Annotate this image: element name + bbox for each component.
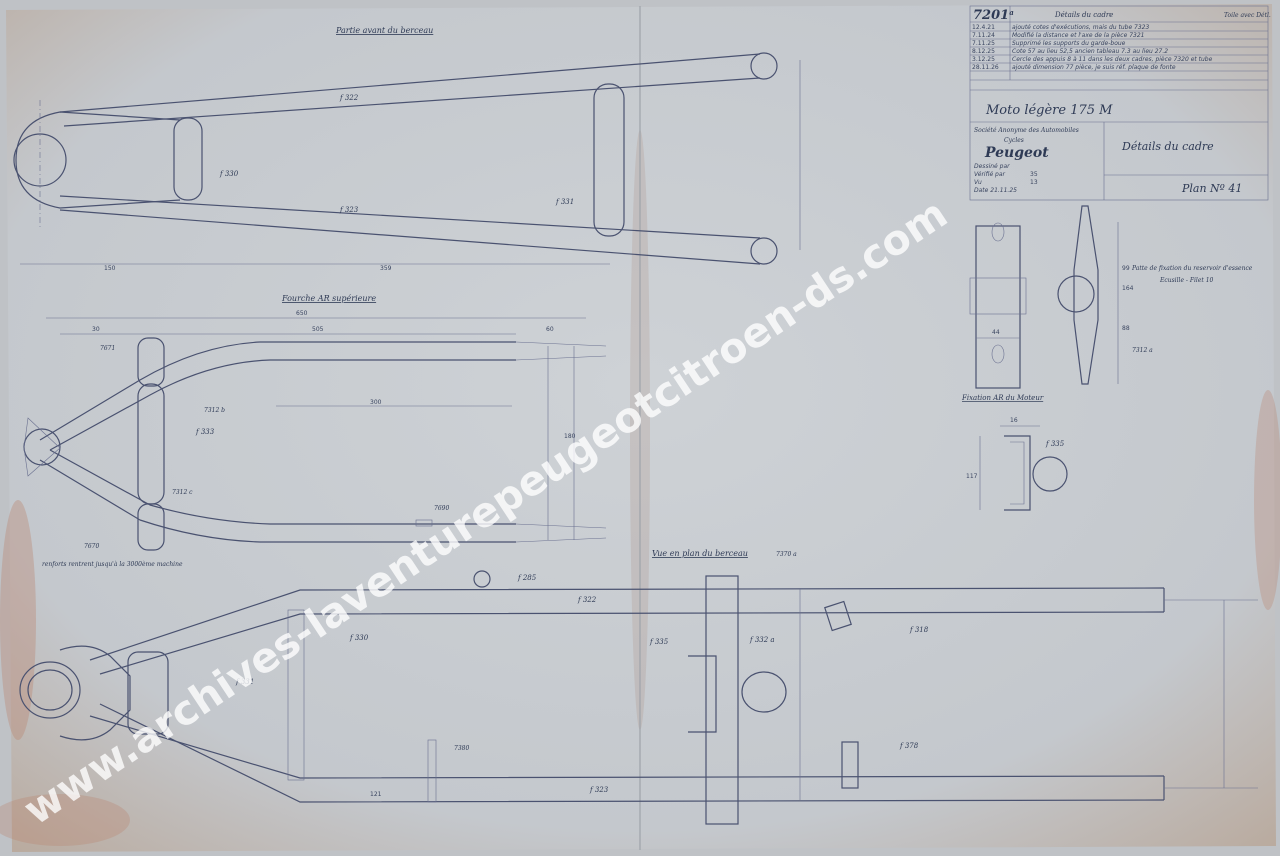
label-f330-plan: f 330 xyxy=(349,634,369,642)
dim-117: 117 xyxy=(966,473,978,480)
label-f322-top: f 322 xyxy=(339,94,359,102)
details-title: Détails du cadre xyxy=(1121,140,1214,153)
note-reinforcements: renforts rentrent jusqu'à la 3000ème mac… xyxy=(42,561,183,568)
model-name: Moto légère 175 M xyxy=(985,103,1113,118)
paper xyxy=(6,4,1276,852)
meta-line-4: Date 21.11.25 xyxy=(974,187,1017,194)
dim-164: 164 xyxy=(1122,285,1134,292)
label-f331-top: f 331 xyxy=(555,198,574,206)
dim-650: 650 xyxy=(296,310,308,317)
label-f318: f 318 xyxy=(909,626,929,634)
rev-text-2: Modifié la distance et l'axe de la pièce… xyxy=(1012,32,1144,39)
rev-date-2: 7.11.24 xyxy=(972,32,995,39)
header-title: Détails du cadre xyxy=(1054,11,1113,19)
dim-60: 60 xyxy=(546,326,554,333)
label-7690: 7690 xyxy=(434,505,449,512)
label-f285: f 285 xyxy=(517,574,537,582)
title-block-frame xyxy=(969,5,1269,201)
tank-tab-subtitle: Ecusille - Filet 10 xyxy=(1159,277,1214,284)
view-title-plan-cradle: Vue en plan du berceau xyxy=(652,549,748,558)
meta-value-1: 35 xyxy=(1030,171,1038,178)
label-7312a: 7312 a xyxy=(1132,347,1153,354)
label-f331-plan: f 331 xyxy=(235,678,254,686)
rev-date-1: 12.4.21 xyxy=(972,24,995,31)
plan-no: Plan Nº 41 xyxy=(1181,182,1242,195)
label-7671: 7671 xyxy=(100,345,115,352)
meta-line-3: Vu xyxy=(974,179,982,186)
view-clamp-f335: 16 117 f 335 xyxy=(966,417,1068,511)
view-title-front-cradle: Partie avant du berceau xyxy=(335,26,433,35)
label-f378: f 378 xyxy=(899,742,919,750)
plan-number: 7201a xyxy=(973,8,1014,23)
dim-359: 359 xyxy=(380,265,392,272)
rev-date-4: 8.12.25 xyxy=(972,48,995,55)
meta-value-2: 13 xyxy=(1030,179,1038,186)
rev-text-5: Cercle des appuis 8 à 11 dans les deux c… xyxy=(1012,56,1213,63)
rev-text-6: ajouté dimension 77 pièce, je suis réf. … xyxy=(1012,64,1176,71)
title-block: 7201a Détails du cadre Toile avec Détl. … xyxy=(969,5,1271,201)
company-line: Société Anonyme des Automobiles xyxy=(974,127,1079,134)
dim-121: 121 xyxy=(370,791,382,798)
label-7670: 7670 xyxy=(84,543,99,550)
label-f335-detail: f 335 xyxy=(1045,440,1065,448)
label-f332a: f 332 a xyxy=(749,636,775,644)
label-f323-plan: f 323 xyxy=(589,786,609,794)
dim-16: 16 xyxy=(1010,417,1018,424)
label-7312c: 7312 c xyxy=(172,489,193,496)
view-plan-cradle: Vue en plan du berceau 7370 a f 285 f 32… xyxy=(19,549,1258,825)
dim-150: 150 xyxy=(104,265,116,272)
brand-peugeot: Peugeot xyxy=(984,145,1049,161)
rev-text-4: Cote 57 au lieu 52,5 ancien tableau 7.3 … xyxy=(1012,48,1168,55)
rev-text-1: ajouté cotes d'exécutions, mais du tube … xyxy=(1012,24,1149,31)
dim-88: 88 xyxy=(1122,325,1130,332)
label-7380: 7380 xyxy=(454,745,469,752)
dim-300: 300 xyxy=(370,399,382,406)
rev-date-3: 7.11.25 xyxy=(972,40,995,47)
view-front-cradle: Partie avant du berceau f 322 f 330 f 32… xyxy=(13,26,801,272)
meta-line-1: Dessiné par xyxy=(974,163,1010,170)
rev-date-5: 3.12.25 xyxy=(972,56,995,63)
stain-bottom xyxy=(0,794,130,846)
view-upper-fork: Fourche AR supérieure 650 505 60 30 300 … xyxy=(23,294,607,568)
label-f335-plan: f 335 xyxy=(649,638,669,646)
label-f330-top: f 330 xyxy=(219,170,239,178)
dim-99: 99 xyxy=(1122,265,1130,272)
label-7370a: 7370 a xyxy=(776,551,797,558)
dim-44: 44 xyxy=(992,329,1000,336)
dim-30: 30 xyxy=(92,326,100,333)
stain-right xyxy=(1254,390,1280,610)
rev-text-3: Supprimé les supports du garde-boue xyxy=(1012,40,1126,47)
dim-505: 505 xyxy=(312,326,324,333)
view-title-motor-fixation: Fixation AR du Moteur xyxy=(961,394,1044,402)
label-7312b: 7312 b xyxy=(204,407,225,414)
header-note: Toile avec Détl. xyxy=(1224,12,1271,19)
label-f323-top: f 323 xyxy=(339,206,359,214)
meta-line-2: Vérifié par xyxy=(974,171,1006,178)
view-title-upper-fork: Fourche AR supérieure xyxy=(281,294,376,303)
label-f333: f 333 xyxy=(195,428,215,436)
tank-tab-title: Patte de fixation du reservoir d'essence xyxy=(1131,265,1253,272)
cycles-label: Cycles xyxy=(1004,137,1024,144)
view-motor-fixation: 44 Fixation AR du Moteur 99 164 88 7312 … xyxy=(961,205,1253,402)
rev-date-6: 28.11.26 xyxy=(972,64,999,71)
label-f322-plan: f 322 xyxy=(577,596,597,604)
dim-180: 180 xyxy=(564,433,576,440)
stain-left xyxy=(0,500,36,740)
